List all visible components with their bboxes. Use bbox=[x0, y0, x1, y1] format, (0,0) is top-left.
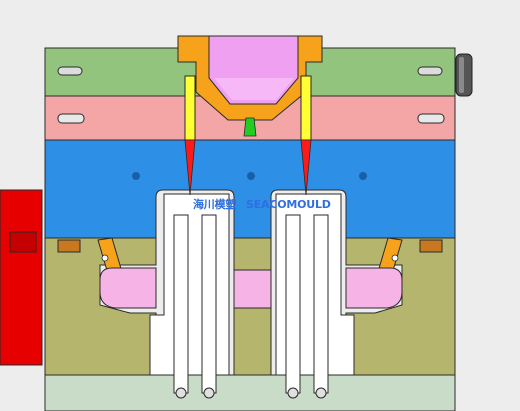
clamp-bolt-left bbox=[57, 66, 83, 76]
ejector-pin-1 bbox=[173, 214, 189, 394]
clamp-bolt-right bbox=[417, 66, 443, 76]
gate-right bbox=[300, 139, 312, 196]
ejector-pin-1-head bbox=[175, 387, 187, 399]
cavity-hole-left bbox=[132, 172, 140, 180]
gate-left bbox=[184, 139, 196, 196]
ejector-pin-2 bbox=[201, 214, 217, 394]
ejector-pin-2-head bbox=[203, 387, 215, 399]
wedge-right-top bbox=[419, 239, 443, 253]
cavity-insert-left bbox=[99, 267, 157, 309]
ejector-pin-3-head bbox=[287, 387, 299, 399]
wedge-left-top bbox=[57, 239, 81, 253]
cavity-plate-body bbox=[44, 139, 456, 239]
sprue-bushing-shade bbox=[214, 78, 294, 100]
runner-bolt-right bbox=[417, 113, 445, 124]
watermark: 海川模塑 SEACOMOULD bbox=[193, 197, 331, 211]
sprue-gate bbox=[243, 117, 257, 137]
hot-tip-right bbox=[300, 75, 312, 141]
support-plate bbox=[44, 374, 456, 411]
locating-pin-highlight bbox=[459, 57, 464, 93]
cavity-insert-centre bbox=[233, 269, 272, 309]
core-insert-left bbox=[149, 193, 230, 399]
ejector-pin-3 bbox=[285, 214, 301, 394]
cavity-inserts bbox=[99, 267, 403, 309]
hot-runner-assembly bbox=[177, 35, 323, 196]
lifter-pin-right bbox=[391, 254, 399, 262]
ejector-pin-4 bbox=[313, 214, 329, 394]
cavity-insert-right bbox=[345, 267, 403, 309]
cavity-hole-centre bbox=[247, 172, 255, 180]
core-insert-right bbox=[275, 193, 355, 399]
core-insert-left-body bbox=[149, 193, 230, 376]
side-block-notch bbox=[9, 231, 37, 253]
ejector-pin-4-head bbox=[315, 387, 327, 399]
runner-bolt-left bbox=[57, 113, 85, 124]
core-plate-right bbox=[345, 237, 456, 376]
watermark-en: SEACOMOULD bbox=[246, 198, 331, 211]
watermark-cn: 海川模塑 bbox=[193, 197, 236, 211]
side-clamp-block bbox=[0, 189, 43, 366]
lifter-pin-left bbox=[101, 254, 109, 262]
hot-tip-left bbox=[184, 75, 196, 141]
cavity-plate bbox=[44, 139, 456, 239]
core-plate bbox=[44, 237, 456, 376]
cavity-hole-right bbox=[359, 172, 367, 180]
side-block-body bbox=[0, 189, 43, 366]
